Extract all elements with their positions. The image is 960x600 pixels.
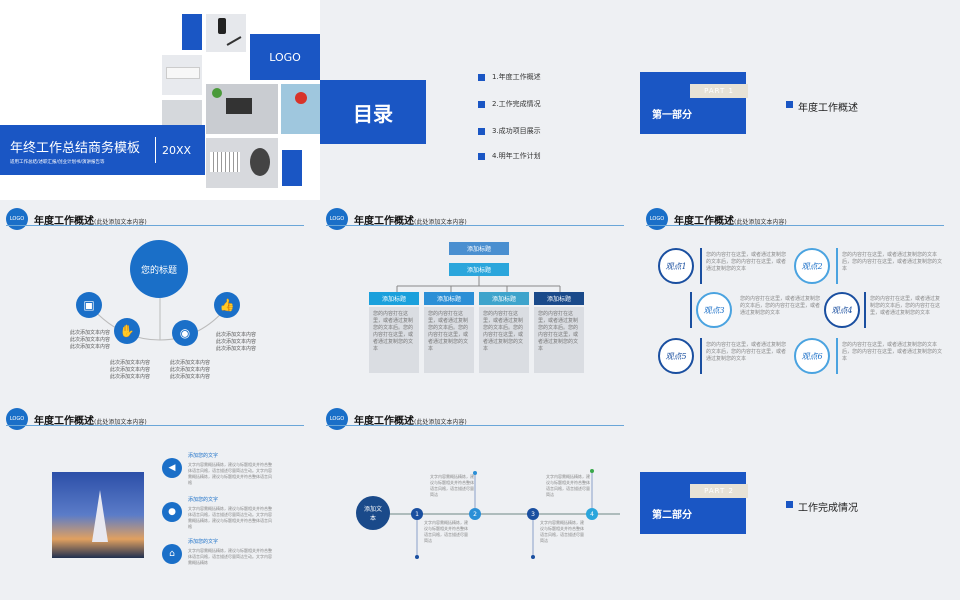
step-1-text: 文字内容需概括精炼，建议与标题相关并符合整体语言风格，语言描述尽量简洁	[424, 520, 468, 543]
megaphone-icon: ◀	[162, 458, 182, 478]
cover-year: 20XX	[162, 144, 192, 157]
toc-item-3[interactable]: 3.成功项目展示	[478, 126, 541, 136]
viewpoint-6-text: 您的内容打在这里，或者通过复制您的文本后，您的内容打在这里，或者通过复制您的文本	[842, 342, 943, 362]
item-1-title: 添加您的文字	[188, 453, 219, 459]
city-photo	[52, 472, 144, 558]
part1-tag: PART 1	[690, 84, 748, 98]
item-3-text: 文字内容需概括精炼，建议与标题相关并符合整体语言风格，语言描述尽量简洁生动。文字…	[188, 548, 272, 565]
timeline-step-3: 3	[527, 508, 539, 520]
thumbs-up-icon: 👍	[214, 292, 240, 318]
header-title: 年度工作概述(此处添加文本内容)	[674, 216, 787, 227]
viewpoint-5: 观点5	[658, 338, 694, 374]
box-head-2: 添加标题	[424, 292, 474, 305]
toc-slide: 目录	[320, 0, 640, 200]
slide-overview-viewpoints: LOGO 年度工作概述(此处添加文本内容) 观点1 您的内容打在这里，或者通过复…	[640, 200, 960, 400]
item-2-title: 添加您的文字	[188, 497, 219, 503]
part2-box: 第二部分	[640, 472, 746, 534]
top-title-2: 添加标题	[449, 263, 509, 276]
part2-slide: 第二部分 PART 2 工作完成情况	[640, 400, 960, 600]
step-4-text: 文字内容需概括精炼，建议与标题相关并符合整体语言风格，语言描述尽量简洁	[546, 474, 590, 497]
part2-tag: PART 2	[690, 484, 748, 498]
handshake-icon: ✋	[114, 318, 140, 344]
slide-overview-photo: LOGO 年度工作概述(此处添加文本内容) ◀ ● ⌂ 添加您的文字 文字内容需…	[0, 400, 320, 600]
viewpoint-4-text: 您的内容打在这里，或者通过复制您的文本后，您的内容打在这里，或者通过复制您的文本	[870, 296, 941, 316]
photo-collage: LOGO	[160, 0, 320, 190]
item-3-title: 添加您的文字	[188, 539, 219, 545]
part2-label: 第二部分	[652, 510, 692, 521]
box-head-1: 添加标题	[369, 292, 419, 305]
tree-connectors	[396, 276, 561, 292]
header-title: 年度工作概述(此处添加文本内容)	[354, 416, 467, 427]
box-head-4: 添加标题	[534, 292, 584, 305]
viewpoint-5-text: 您的内容打在这里，或者通过复制您的文本后，您的内容打在这里，或者通过复制您的文本	[706, 342, 787, 362]
viewpoint-1-text: 您的内容打在这里，或者通过复制您的文本后，您的内容打在这里，或者通过复制您的文本	[706, 252, 787, 272]
viewpoint-4: 观点4	[824, 292, 860, 328]
cover-title: 年终工作总结商务模板	[10, 141, 141, 156]
header-logo: LOGO	[6, 408, 28, 430]
box-head-3: 添加标题	[479, 292, 529, 305]
center-title-circle: 您的标题	[130, 240, 188, 298]
timeline-step-4: 4	[586, 508, 598, 520]
part1-title: 年度工作概述	[798, 103, 858, 114]
box-body-3: 您的内容打在这里，或者通过复制您的文本后。您的内容打在这里，或者通过复制您的文本	[479, 307, 529, 373]
item-2-text: 文字内容需概括精炼，建议与标题相关并符合整体语言风格，语言描述尽量简洁生动。文字…	[188, 506, 272, 529]
cover-subtitle: 适用工作总结/述职汇报/创业计划书/演讲报告等	[10, 160, 105, 165]
header-logo: LOGO	[326, 408, 348, 430]
cover-title-bar: 年终工作总结商务模板 适用工作总结/述职汇报/创业计划书/演讲报告等 20XX	[0, 125, 205, 175]
connector-arcs	[89, 298, 229, 341]
box-body-1: 您的内容打在这里，或者通过复制您的文本后。您的内容打在这里，或者通过复制您的文本	[369, 307, 419, 373]
part1-label: 第一部分	[652, 110, 692, 121]
viewpoint-3: 观点3	[696, 292, 732, 328]
viewpoint-2: 观点2	[794, 248, 830, 284]
step-3-text: 文字内容需概括精炼，建议与标题相关并符合整体语言风格，语言描述尽量简洁	[540, 520, 584, 543]
viewpoint-1: 观点1	[658, 248, 694, 284]
slide-overview-boxes: LOGO 年度工作概述(此处添加文本内容) 添加标题 添加标题 添加标题 添加标…	[320, 200, 640, 400]
top-title-1: 添加标题	[449, 242, 509, 255]
slide-overview-timeline: LOGO 年度工作概述(此处添加文本内容) 添加文本 1 2 3 4 文字内容需…	[320, 400, 640, 600]
item-1-text: 文字内容需概括精炼，建议与标题相关并符合整体语言风格，语言描述尽量简洁生动。文字…	[188, 462, 272, 485]
part1-box: 第一部分	[640, 72, 746, 134]
box-body-2: 您的内容打在这里，或者通过复制您的文本后。您的内容打在这里，或者通过复制您的文本	[424, 307, 474, 373]
viewpoint-6: 观点6	[794, 338, 830, 374]
toc-item-4[interactable]: 4.明年工作计划	[478, 151, 541, 161]
text-block-4: 此次添加文本内容此次添加文本内容此次添加文本内容	[216, 332, 257, 352]
cube-icon: ▣	[76, 292, 102, 318]
cover-slide: LOGO 年终工作总结商务模板 适用工作总结/述职汇报/创业计划书/演讲报告等 …	[0, 0, 320, 200]
header-logo: LOGO	[646, 208, 668, 230]
step-2-text: 文字内容需概括精炼，建议与标题相关并符合整体语言风格，语言描述尽量简洁	[430, 474, 474, 497]
logo-box: LOGO	[250, 34, 320, 80]
toc-item-1[interactable]: 1.年度工作概述	[478, 72, 541, 82]
header-logo: LOGO	[6, 208, 28, 230]
toc-title-box: 目录	[320, 80, 426, 144]
box-body-4: 您的内容打在这里，或者通过复制您的文本后。您的内容打在这里，或者通过复制您的文本	[534, 307, 584, 373]
text-block-3: 此次添加文本内容此次添加文本内容此次添加文本内容	[170, 360, 211, 380]
header-title: 年度工作概述(此处添加文本内容)	[34, 416, 147, 427]
viewpoint-2-text: 您的内容打在这里，或者通过复制您的文本后，您的内容打在这里，或者通过复制您的文本	[842, 252, 943, 272]
text-block-1: 此次添加文本内容此次添加文本内容此次添加文本内容	[69, 330, 110, 350]
header-title: 年度工作概述(此处添加文本内容)	[34, 216, 147, 227]
timeline-step-2: 2	[469, 508, 481, 520]
slide-overview-circles: LOGO 年度工作概述(此处添加文本内容) 您的标题 ▣ ✋ ◉ 👍 此次添加文…	[0, 200, 320, 400]
part1-slide: 第一部分 PART 1 年度工作概述	[640, 0, 960, 200]
header-logo: LOGO	[326, 208, 348, 230]
wifi-icon: ◉	[172, 320, 198, 346]
microphone-icon: ●	[162, 502, 182, 522]
text-block-2: 此次添加文本内容此次添加文本内容此次添加文本内容	[110, 360, 151, 380]
part2-title: 工作完成情况	[798, 503, 858, 514]
toc-item-2[interactable]: 2.工作完成情况	[478, 99, 541, 109]
header-title: 年度工作概述(此处添加文本内容)	[354, 216, 467, 227]
timeline-step-1: 1	[411, 508, 423, 520]
viewpoint-3-text: 您的内容打在这里，或者通过复制您的文本后，您的内容打在这里，或者通过复制您的文本	[740, 296, 821, 316]
timeline-start: 添加文本	[356, 496, 390, 530]
home-icon: ⌂	[162, 544, 182, 564]
